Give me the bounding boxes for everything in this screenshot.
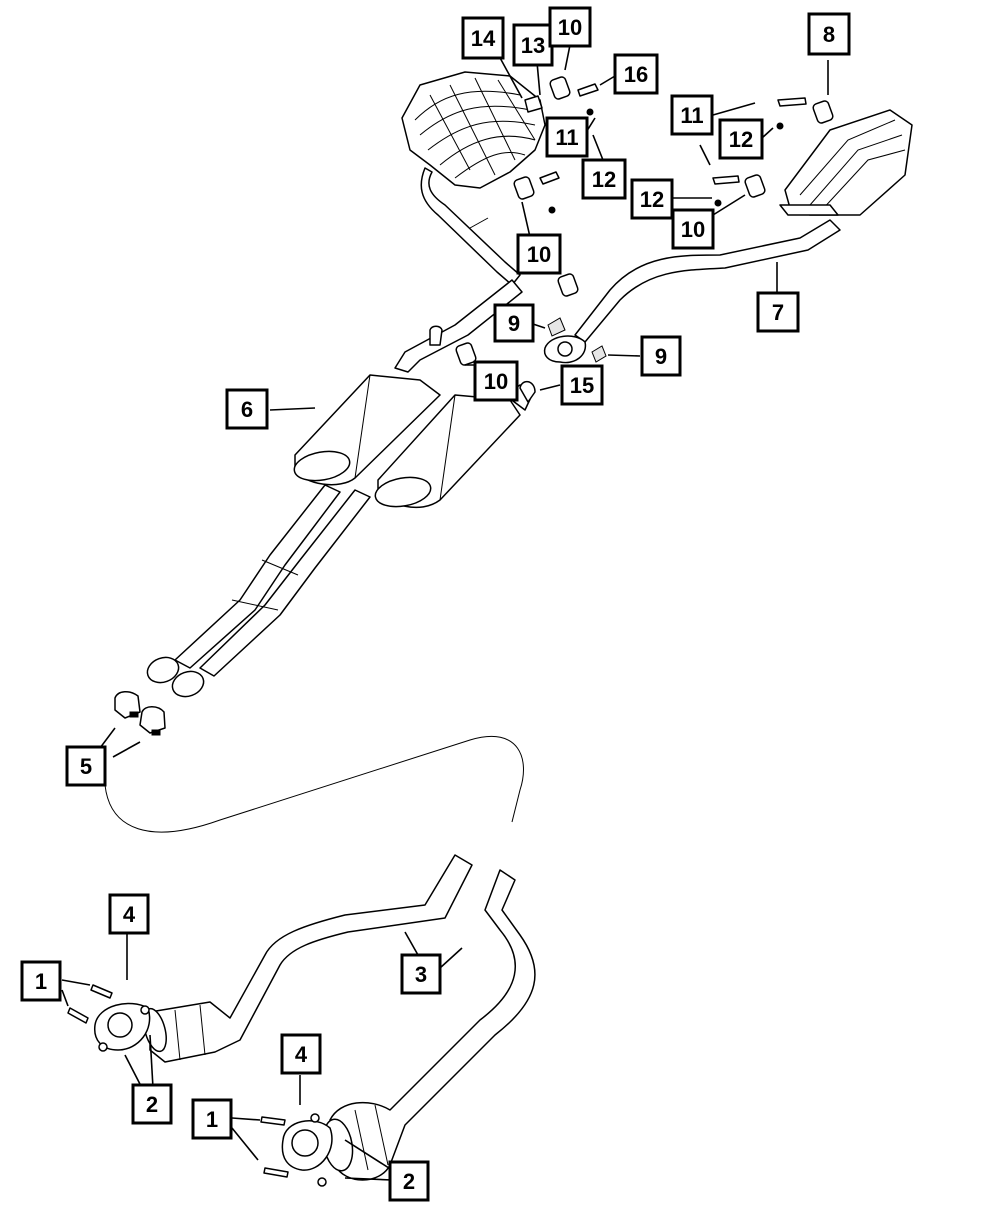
- callout-10-right: 10: [671, 208, 715, 250]
- studs-and-nuts: [67, 984, 327, 1187]
- dual-muffler-assembly: [293, 374, 533, 509]
- callout-1-right: 1: [191, 1098, 233, 1140]
- muffler-outlet-pipes: [146, 484, 371, 698]
- callout-6: 6: [225, 388, 269, 430]
- svg-text:1: 1: [35, 969, 47, 994]
- callout-3: 3: [400, 953, 442, 995]
- callout-4-right: 4: [280, 1033, 322, 1075]
- rear-muffler-shielded: [401, 71, 546, 189]
- exhaust-clamps: [114, 691, 166, 736]
- flange-gasket: [519, 317, 607, 403]
- callout-1-left: 1: [20, 960, 62, 1002]
- svg-text:10: 10: [558, 15, 582, 40]
- svg-text:10: 10: [681, 217, 705, 242]
- callout-12-right-top: 12: [718, 118, 764, 160]
- svg-text:15: 15: [570, 373, 594, 398]
- callout-11-right: 11: [670, 94, 714, 136]
- right-tail-pipe-and-resonator: [574, 109, 913, 343]
- svg-text:6: 6: [241, 397, 253, 422]
- svg-text:9: 9: [655, 344, 667, 369]
- svg-text:13: 13: [521, 33, 545, 58]
- callout-2-left: 2: [131, 1083, 173, 1125]
- svg-text:2: 2: [403, 1169, 415, 1194]
- svg-text:11: 11: [680, 103, 703, 128]
- callout-8: 8: [807, 12, 851, 56]
- svg-text:4: 4: [295, 1042, 308, 1067]
- svg-text:7: 7: [772, 300, 784, 325]
- callout-4-left: 4: [108, 893, 150, 935]
- callout-15: 15: [560, 364, 604, 406]
- callout-14: 14: [461, 16, 505, 60]
- callout-5: 5: [65, 745, 107, 787]
- svg-text:12: 12: [592, 167, 616, 192]
- callout-9-right: 9: [640, 335, 682, 377]
- callout-12-right-bottom: 12: [630, 178, 674, 220]
- svg-text:8: 8: [823, 22, 835, 47]
- svg-text:3: 3: [415, 962, 427, 987]
- svg-text:1: 1: [206, 1107, 218, 1132]
- callout-2-right: 2: [388, 1160, 430, 1202]
- svg-text:16: 16: [624, 62, 648, 87]
- svg-text:11: 11: [555, 125, 578, 150]
- callout-13: 13: [512, 23, 554, 67]
- svg-text:10: 10: [527, 242, 551, 267]
- hanger-hardware: [524, 83, 807, 214]
- svg-text:9: 9: [508, 311, 520, 336]
- svg-text:2: 2: [146, 1092, 158, 1117]
- svg-text:10: 10: [484, 369, 508, 394]
- callout-11-top: 11: [545, 116, 589, 158]
- callout-12-top: 12: [581, 158, 627, 200]
- callout-10-mid: 10: [516, 233, 562, 275]
- callout-10-lower: 10: [473, 360, 519, 402]
- rubber-isolators: [455, 76, 834, 366]
- callout-10-top: 10: [548, 6, 592, 48]
- callout-7: 7: [756, 291, 800, 333]
- svg-text:12: 12: [729, 127, 753, 152]
- svg-text:4: 4: [123, 902, 136, 927]
- section-divider-curve: [104, 735, 524, 833]
- svg-text:12: 12: [640, 187, 664, 212]
- callout-labels: 14 13 10 16 11 12 10 9: [20, 6, 851, 1202]
- callout-16: 16: [613, 53, 659, 95]
- svg-text:14: 14: [471, 26, 496, 51]
- callout-9-left: 9: [493, 303, 535, 343]
- svg-text:5: 5: [80, 754, 92, 779]
- catalytic-inlet-flanges: [94, 1002, 333, 1171]
